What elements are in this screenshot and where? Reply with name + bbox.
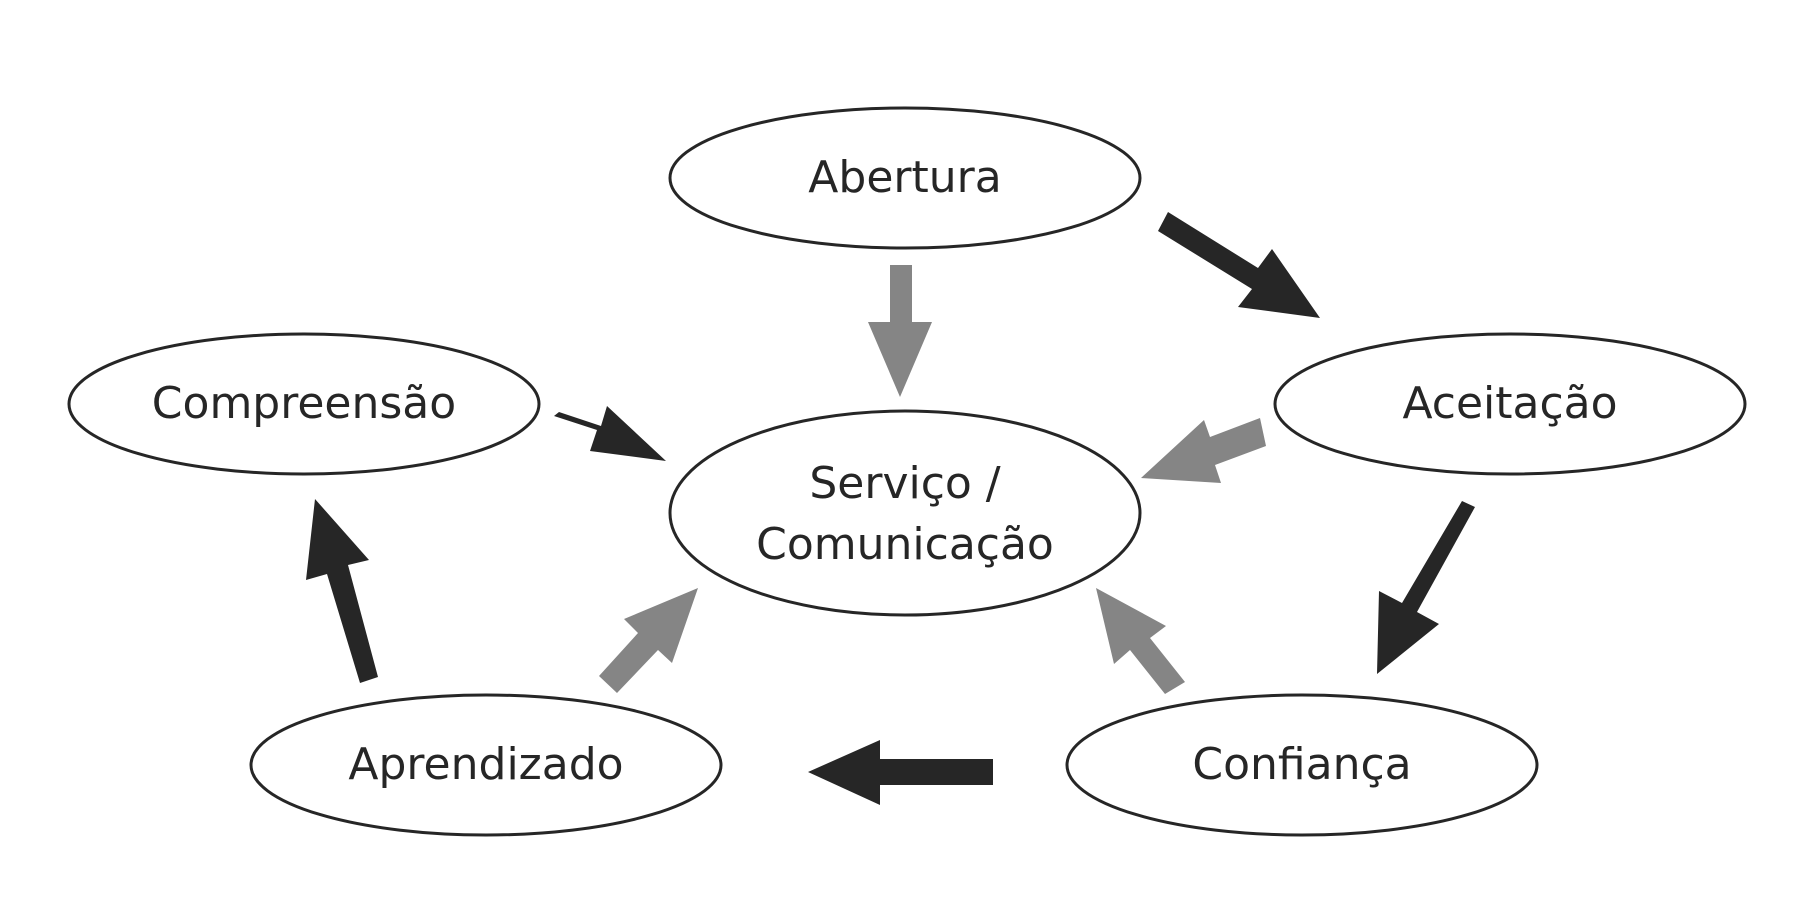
node-confianca: Confiança — [1065, 693, 1539, 837]
node-compreensao: Compreensão — [67, 332, 541, 476]
arrow-aceitacao-to-confianca — [1377, 501, 1475, 674]
arrow-confianca-to-aprendizado — [808, 740, 993, 805]
arrow-compreensao-to-center — [554, 406, 666, 461]
node-confianca-label: Confiança — [1192, 739, 1411, 790]
node-compreensao-label: Compreensão — [152, 378, 456, 429]
arrow-aprendizado-to-compreensao — [306, 499, 378, 683]
arrow-aceitacao-to-center — [1141, 418, 1266, 483]
arrow-abertura-to-center — [868, 265, 932, 397]
node-center-label-line2: Comunicação — [756, 519, 1054, 570]
node-aprendizado-label: Aprendizado — [348, 739, 623, 790]
arrow-abertura-to-aceitacao — [1158, 212, 1320, 318]
arrow-confianca-to-center — [1096, 588, 1185, 694]
arrow-aprendizado-to-center — [599, 588, 698, 693]
node-abertura: Abertura — [668, 106, 1142, 250]
node-center-label-line1: Serviço / — [809, 458, 1000, 509]
node-aceitacao-label: Aceitação — [1402, 378, 1617, 429]
node-aprendizado: Aprendizado — [249, 693, 723, 837]
node-aceitacao: Aceitação — [1273, 332, 1747, 476]
node-abertura-label: Abertura — [808, 152, 1001, 203]
node-center: Serviço / Comunicação — [668, 409, 1142, 617]
